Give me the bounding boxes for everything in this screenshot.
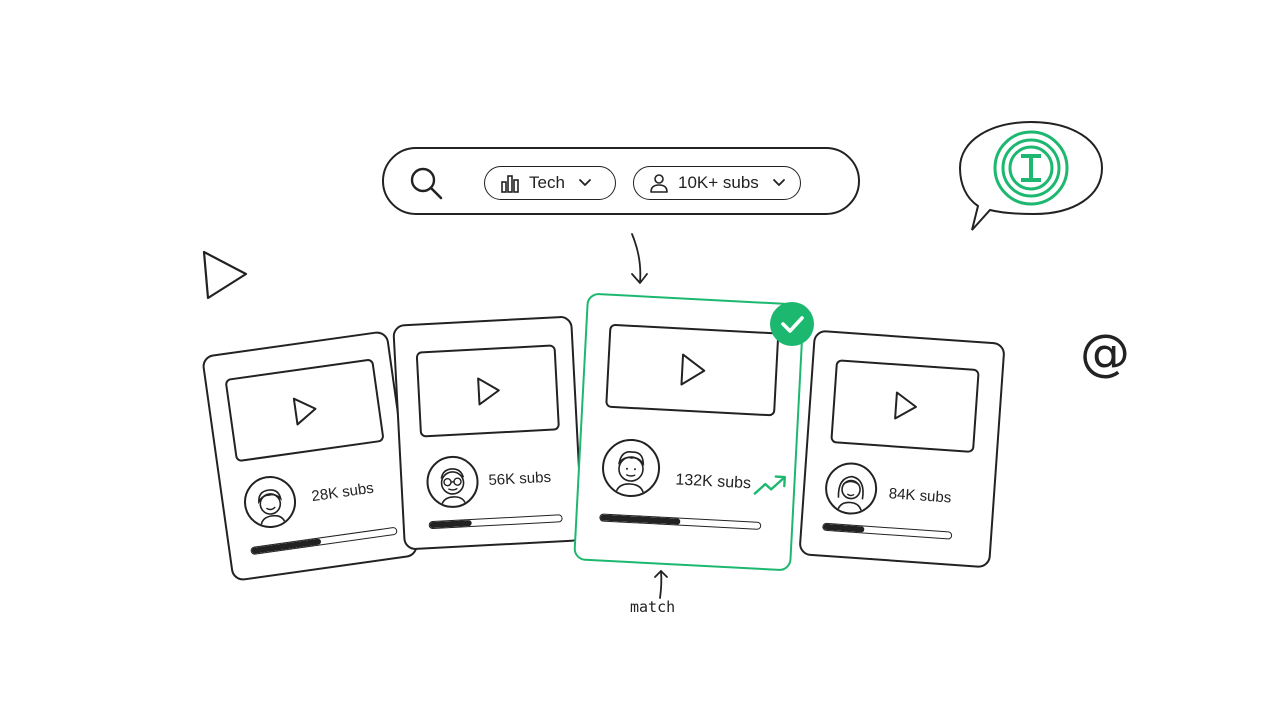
match-label: match [630,598,676,616]
trending-up-icon [753,475,786,495]
checkmark-icon [781,316,804,333]
chat-bubble-logo-icon [958,120,1104,231]
play-icon [894,391,917,420]
progress-bar [250,526,398,556]
person-avatar-icon [614,451,645,495]
avatar [425,454,480,510]
check-badge [770,302,814,346]
category-filter-dropdown[interactable]: Tech [484,166,616,200]
progress-bar [428,514,563,530]
subscribers-filter-label: 10K+ subs [678,173,759,192]
video-thumbnail[interactable] [605,323,780,417]
video-thumbnail[interactable] [415,344,560,438]
channel-card[interactable]: 28K subs [201,330,419,582]
channel-card[interactable]: 84K subs [798,329,1006,569]
chevron-down-icon [579,179,591,186]
bar-chart-icon [501,175,519,193]
progress-fill [823,523,865,533]
arrow-down-icon [631,233,648,284]
arrow-up-icon [654,570,668,599]
play-icon [680,353,706,386]
play-icon [292,397,317,426]
channel-card-selected[interactable]: 132K subs [573,292,805,572]
subscriber-count: 56K subs [488,468,552,490]
chevron-down-icon [772,179,785,186]
progress-bar [599,513,762,530]
subscriber-count: 28K subs [310,479,375,506]
avatar [240,472,300,532]
play-icon [477,377,500,406]
subscriber-count: 132K subs [675,471,752,493]
video-thumbnail[interactable] [830,359,980,454]
person-avatar-icon [258,489,286,526]
avatar [600,437,662,499]
user-icon [650,174,668,193]
avatar [823,460,879,517]
play-icon [202,250,248,300]
progress-fill [429,519,473,529]
progress-fill [600,514,681,525]
video-thumbnail[interactable] [224,358,385,463]
category-filter-label: Tech [529,173,565,192]
search-icon[interactable] [406,163,446,203]
subscriber-count: 84K subs [888,485,952,507]
subscribers-filter-dropdown[interactable]: 10K+ subs [633,166,801,200]
at-sign-icon: @ [1080,324,1130,382]
person-with-glasses-avatar-icon [440,468,467,506]
search-bar[interactable]: Tech 10K+ subs [382,147,860,215]
channel-card[interactable]: 56K subs [392,315,584,551]
woman-avatar-icon [836,475,864,513]
progress-bar [822,522,953,540]
progress-fill [251,538,322,555]
